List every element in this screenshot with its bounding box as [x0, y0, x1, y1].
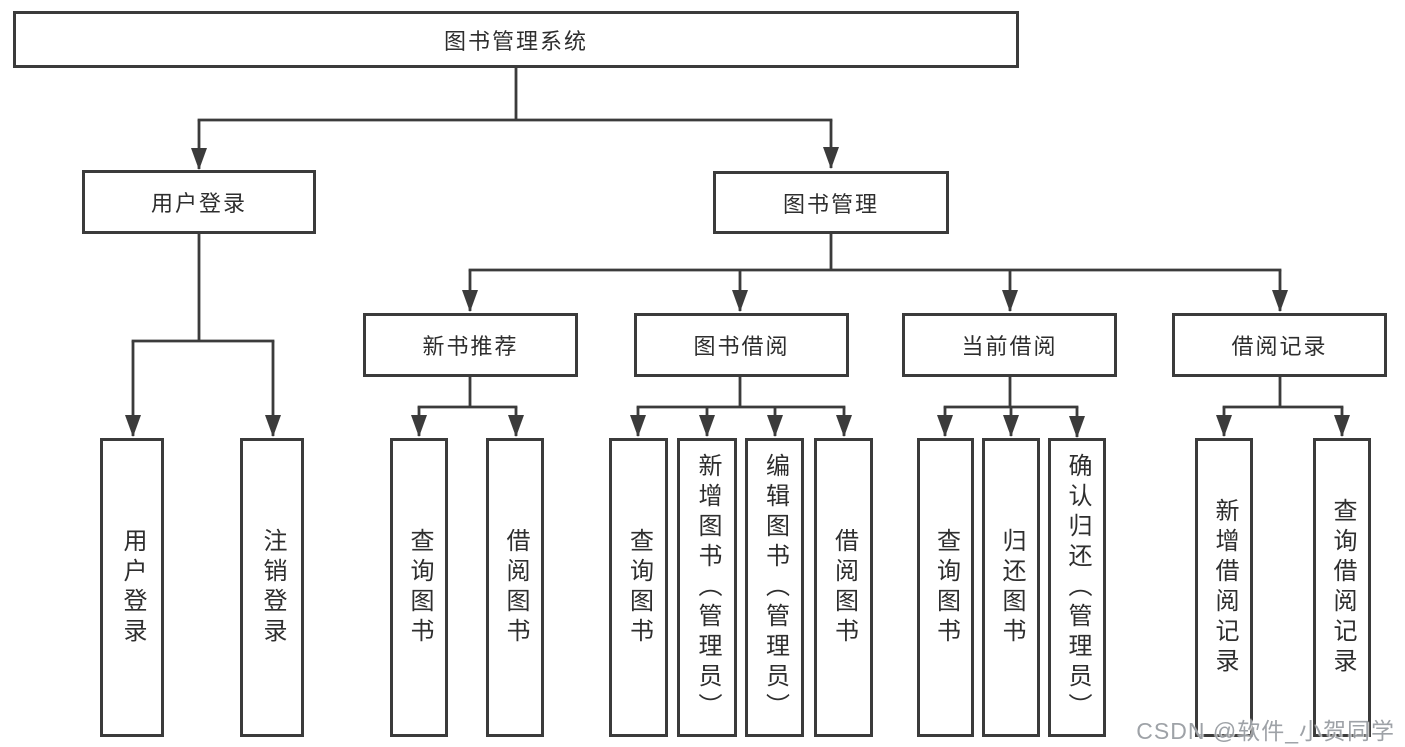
node-book-borrow-label: 图书借阅 — [693, 334, 790, 359]
leaf-bb-add-books-admin: 新增图书（管理员） — [677, 438, 737, 737]
node-root-label: 图书管理系统 — [443, 28, 588, 54]
node-new-book-recommend: 新书推荐 — [363, 313, 578, 377]
node-book-management-label: 图书管理 — [782, 191, 879, 217]
leaf-br-add-record: 新增借阅记录 — [1195, 438, 1253, 737]
leaf-user-login-label: 用户登录 — [119, 527, 146, 648]
leaf-bb-query-books-label: 查询图书 — [625, 527, 653, 648]
node-current-borrow: 当前借阅 — [902, 313, 1117, 377]
leaf-logout: 注销登录 — [240, 438, 304, 737]
leaf-br-add-record-label: 新增借阅记录 — [1211, 497, 1238, 678]
leaf-nbr-query-books: 查询图书 — [390, 438, 448, 737]
leaf-cb-return-books: 归还图书 — [982, 438, 1040, 737]
leaf-nbr-borrow-books-label: 借阅图书 — [502, 527, 529, 648]
leaf-bb-edit-books-admin-label: 编辑图书（管理员） — [761, 452, 789, 723]
leaf-bb-add-books-admin-label: 新增图书（管理员） — [694, 452, 721, 723]
node-user-login-label: 用户登录 — [150, 191, 247, 216]
leaf-nbr-query-books-label: 查询图书 — [406, 527, 433, 648]
leaf-cb-query-books: 查询图书 — [917, 438, 974, 737]
leaf-bb-edit-books-admin: 编辑图书（管理员） — [745, 438, 804, 737]
node-current-borrow-label: 当前借阅 — [961, 334, 1058, 359]
leaf-cb-query-books-label: 查询图书 — [932, 527, 960, 648]
leaf-bb-borrow-books-label: 借阅图书 — [830, 527, 858, 648]
node-borrow-records-label: 借阅记录 — [1231, 334, 1328, 359]
node-book-management: 图书管理 — [713, 171, 949, 234]
leaf-logout-label: 注销登录 — [259, 527, 286, 648]
leaf-cb-confirm-return-admin-label: 确认归还（管理员） — [1064, 452, 1091, 723]
leaf-cb-return-books-label: 归还图书 — [998, 527, 1025, 648]
leaf-user-login: 用户登录 — [100, 438, 164, 737]
csdn-watermark: CSDN @软件_小贺同学 — [1136, 718, 1395, 744]
leaf-br-query-record-label: 查询借阅记录 — [1329, 497, 1356, 678]
leaf-br-query-record: 查询借阅记录 — [1313, 438, 1371, 737]
leaf-cb-confirm-return-admin: 确认归还（管理员） — [1048, 438, 1106, 737]
leaf-bb-borrow-books: 借阅图书 — [814, 438, 873, 737]
node-borrow-records: 借阅记录 — [1172, 313, 1387, 377]
leaf-bb-query-books: 查询图书 — [609, 438, 668, 737]
leaf-nbr-borrow-books: 借阅图书 — [486, 438, 544, 737]
node-new-book-recommend-label: 新书推荐 — [422, 334, 519, 359]
node-root: 图书管理系统 — [13, 11, 1019, 68]
node-user-login: 用户登录 — [82, 170, 316, 234]
node-book-borrow: 图书借阅 — [634, 313, 849, 377]
